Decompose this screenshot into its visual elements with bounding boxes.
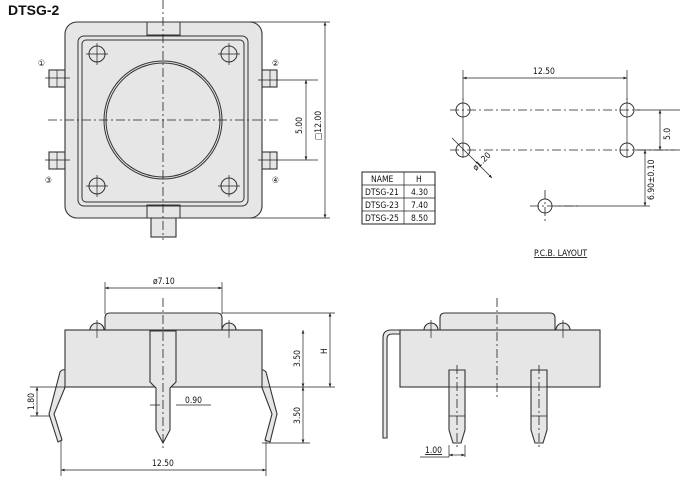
part-title: DTSG-2 xyxy=(8,2,60,18)
bent-lead xyxy=(382,329,401,439)
dim-body-size: □12.00 xyxy=(314,111,324,140)
dim-stem-width: 0.90 xyxy=(185,396,202,406)
pcb-holes xyxy=(455,102,635,214)
table-cell: 4.30 xyxy=(411,188,428,198)
cap xyxy=(104,312,223,331)
pin-4 xyxy=(261,151,278,170)
dim-pcb-vertical: 5.0 xyxy=(663,128,673,140)
table-cell: 8.50 xyxy=(411,214,428,224)
dim-pcb-offset: 6.90±0.10 xyxy=(647,159,657,200)
pin-label-3: ③ xyxy=(45,176,52,186)
centerlines xyxy=(48,0,280,240)
body xyxy=(399,329,601,388)
pin-2 xyxy=(261,69,278,88)
end-view: 1.00 xyxy=(382,298,601,458)
dim-bend: 1.80 xyxy=(27,393,37,410)
dim-body-height: 3.50 xyxy=(293,350,303,367)
dim-pcb-horizontal: 12.50 xyxy=(533,67,555,77)
cap xyxy=(439,312,556,331)
pcb-layout-label: P.C.B. LAYOUT xyxy=(534,249,587,259)
table-cell: 7.40 xyxy=(411,201,428,211)
side-view: ø7.10 H 3.50 3.50 1.80 0.90 12.50 xyxy=(27,277,335,476)
height-table: NAME H DTSG-21 4.30 DTSG-23 7.40 DTSG-25… xyxy=(361,171,436,225)
dim-cap-diameter: ø7.10 xyxy=(153,277,175,287)
table-cell: DTSG-21 xyxy=(365,188,399,198)
dim-pin-width: 1.00 xyxy=(425,446,442,456)
pcb-layout: 12.50 5.0 6.90±0.10 ø1.20 P.C.B. LAYOUT xyxy=(450,67,680,259)
dim-lead-span: 12.50 xyxy=(152,459,174,469)
left-lead xyxy=(48,369,67,443)
dim-hole-diameter: ø1.20 xyxy=(471,151,494,174)
dim-pin-pitch: 5.00 xyxy=(295,117,305,134)
dim-height-h: H xyxy=(320,348,330,354)
table-header-name: NAME xyxy=(371,175,394,185)
table-header-h: H xyxy=(416,175,422,185)
pin-label-4: ④ xyxy=(272,176,279,186)
pin-label-1: ① xyxy=(38,59,45,69)
table-cell: DTSG-25 xyxy=(365,214,399,224)
right-lead xyxy=(260,369,278,443)
table-cell: DTSG-23 xyxy=(365,201,399,211)
top-view: ① ② ③ ④ 5.00 □12.00 xyxy=(38,0,330,240)
corner-holes xyxy=(86,43,240,197)
dim-lead-length: 3.50 xyxy=(293,407,303,424)
pin-label-2: ② xyxy=(272,59,279,69)
